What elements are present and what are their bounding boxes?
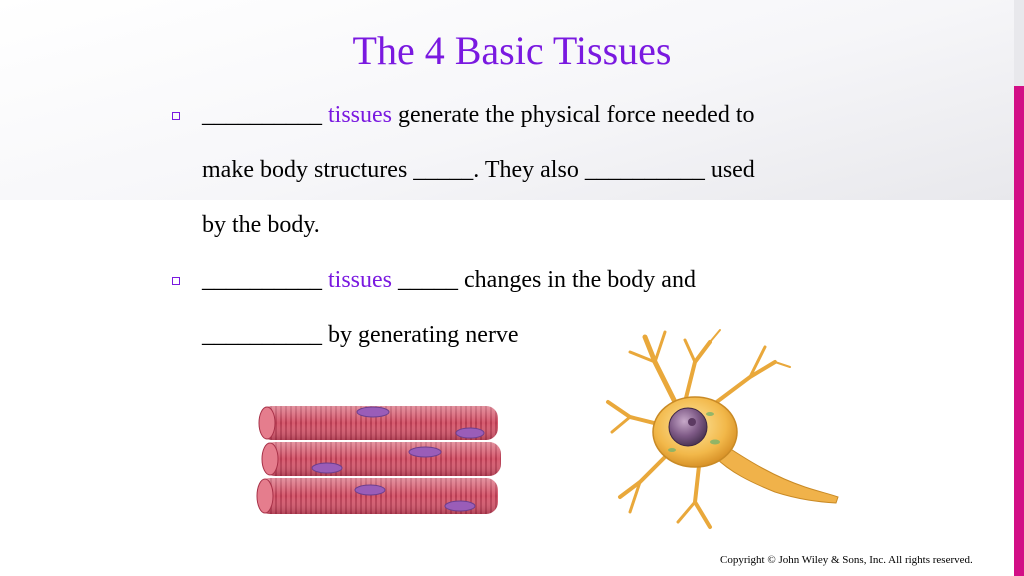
muscle-fibers-illustration [256, 406, 501, 514]
bullet-text: by the body. [202, 212, 320, 238]
muscle-fiber [258, 406, 498, 440]
copyright-notice: Copyright © John Wiley & Sons, Inc. All … [720, 554, 973, 566]
background-gradient [0, 0, 1024, 200]
nucleus [668, 407, 708, 447]
nucleolus [688, 418, 696, 426]
muscle-fiber [256, 478, 498, 514]
bullet-keyword: tissues [328, 102, 393, 128]
bullet-item-2: __________ tissues _____ changes in the … [172, 253, 872, 363]
bullet-text: make body structures _____. They also __… [202, 157, 755, 183]
bullet-text: _____ changes in the body and [398, 267, 696, 293]
bullet-list: __________ tissues generate the physical… [172, 88, 872, 363]
bullet-keyword: tissues [328, 267, 393, 293]
square-bullet-icon [172, 277, 180, 285]
bullet-blank: __________ [202, 267, 322, 293]
bullet-blank: __________ [202, 102, 322, 128]
axon [714, 441, 839, 504]
neuron-cell-illustration [606, 329, 839, 529]
bullet-text: __________ by generating nerve [202, 322, 519, 348]
bullet-text: generate the physical force needed to [398, 102, 755, 128]
organelles [668, 412, 720, 452]
bullet-item-1: __________ tissues generate the physical… [172, 88, 872, 253]
accent-bar [1014, 86, 1024, 576]
square-bullet-icon [172, 112, 180, 120]
muscle-fiber [261, 442, 501, 476]
slide-title: The 4 Basic Tissues [352, 28, 672, 73]
